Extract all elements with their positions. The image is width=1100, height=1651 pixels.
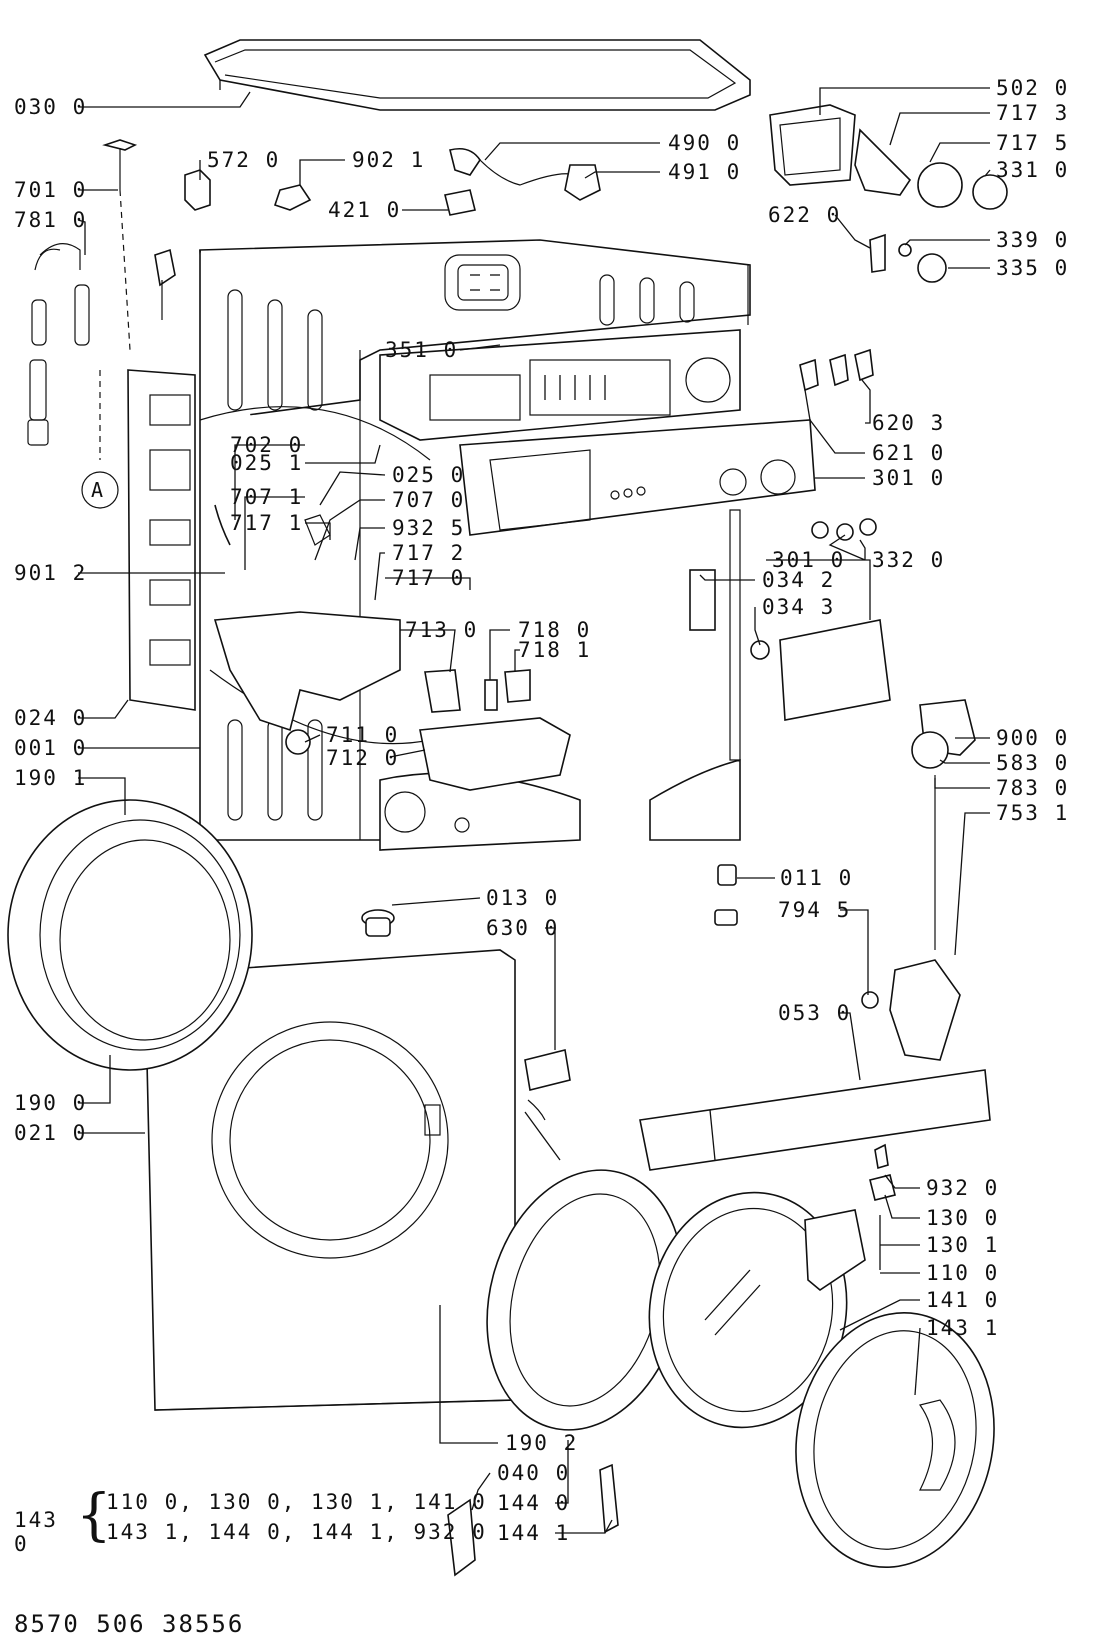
part-label: 301 0 xyxy=(872,466,946,490)
part-label: 011 0 xyxy=(780,866,854,890)
top-lid-part xyxy=(203,39,751,111)
part-label: 331 0 xyxy=(996,158,1070,182)
part-label: 901 2 xyxy=(14,561,88,585)
part-label: 190 2 xyxy=(505,1431,579,1455)
part-label: 902 1 xyxy=(352,148,426,172)
part-label: 143 1 xyxy=(926,1316,1000,1340)
control-panel-part xyxy=(379,329,741,441)
part-label: 034 2 xyxy=(762,568,836,592)
detergent-housing-part xyxy=(213,504,770,791)
part-label: 932 0 xyxy=(926,1176,1000,1200)
part-label: 335 0 xyxy=(996,256,1070,280)
part-label: 712 0 xyxy=(326,746,400,770)
part-label: 332 0 xyxy=(872,548,946,572)
part-label: 753 1 xyxy=(996,801,1070,825)
part-label: 713 0 xyxy=(405,618,479,642)
pressure-switch-part xyxy=(889,699,976,1061)
part-label: 717 0 xyxy=(392,566,466,590)
reference-marker: A xyxy=(91,478,106,502)
part-label: 783 0 xyxy=(996,776,1070,800)
door-outer-ring-part xyxy=(795,1312,995,1568)
part-label: 717 3 xyxy=(996,101,1070,125)
part-label: 630 0 xyxy=(486,916,560,940)
door-lock-part xyxy=(524,1049,571,1091)
part-label: 025 1 xyxy=(230,451,304,475)
part-label: 053 0 xyxy=(778,1001,852,1025)
part-label: 301 0 xyxy=(772,548,846,572)
part-label: 572 0 xyxy=(207,148,281,172)
part-label: 001 0 xyxy=(14,736,88,760)
part-label: 717 1 xyxy=(230,511,304,535)
part-label: 030 0 xyxy=(14,95,88,119)
part-label: 781 0 xyxy=(14,208,88,232)
part-label: 718 1 xyxy=(518,638,592,662)
part-label: 718 0 xyxy=(518,618,592,642)
feet-parts xyxy=(361,864,879,1009)
part-label: 490 0 xyxy=(668,131,742,155)
knob-parts xyxy=(779,348,891,721)
part-label: 717 5 xyxy=(996,131,1070,155)
part-label: 794 5 xyxy=(778,898,852,922)
part-label: 421 0 xyxy=(328,198,402,222)
part-label: 110 0 xyxy=(926,1261,1000,1285)
door-hinge-part xyxy=(447,1463,619,1577)
part-label: 025 0 xyxy=(392,463,466,487)
part-label: 502 0 xyxy=(996,76,1070,100)
part-label: 932 5 xyxy=(392,516,466,540)
part-label: 144 0 xyxy=(497,1491,571,1515)
part-label: 021 0 xyxy=(14,1121,88,1145)
kit-key-label: 143 0 xyxy=(14,1508,58,1556)
door-gasket-part xyxy=(7,799,253,1071)
part-label: 024 0 xyxy=(14,706,88,730)
door-glass-part xyxy=(648,1191,848,1429)
part-label: 707 0 xyxy=(392,488,466,512)
part-label: 339 0 xyxy=(996,228,1070,252)
fascia-panel-part xyxy=(459,419,816,536)
kit-line-2: 143 1, 144 0, 144 1, 932 0 xyxy=(106,1520,487,1544)
part-label: 707 1 xyxy=(230,485,304,509)
leader-lines xyxy=(77,87,991,1534)
kit-line-1: 110 0, 130 0, 130 1, 141 0 xyxy=(106,1490,487,1514)
part-label: 622 0 xyxy=(768,203,842,227)
front-panel-part xyxy=(144,949,516,1411)
part-label: 040 0 xyxy=(497,1461,571,1485)
part-label: 717 2 xyxy=(392,541,466,565)
part-label: 900 0 xyxy=(996,726,1070,750)
part-label: 141 0 xyxy=(926,1288,1000,1312)
plinth-part xyxy=(639,1069,991,1171)
part-label: 701 0 xyxy=(14,178,88,202)
part-label: 620 3 xyxy=(872,411,946,435)
pcb-and-knobs xyxy=(769,104,1008,283)
part-label: 013 0 xyxy=(486,886,560,910)
part-label: 190 0 xyxy=(14,1091,88,1115)
part-label: 351 0 xyxy=(385,338,459,362)
part-label: 583 0 xyxy=(996,751,1070,775)
door-handle-part xyxy=(804,1143,896,1291)
side-panel-part xyxy=(127,369,196,711)
part-label: 190 1 xyxy=(14,766,88,790)
document-number: 8570 506 38556 xyxy=(14,1610,245,1638)
part-label: 702 0 xyxy=(230,433,304,457)
part-label: 144 1 xyxy=(497,1521,571,1545)
part-label: 130 1 xyxy=(926,1233,1000,1257)
kit-brace: { xyxy=(76,1483,112,1548)
part-label: 034 3 xyxy=(762,595,836,619)
part-label: 711 0 xyxy=(326,723,400,747)
part-label: 130 0 xyxy=(926,1206,1000,1230)
part-label: 621 0 xyxy=(872,441,946,465)
part-label: 491 0 xyxy=(668,160,742,184)
